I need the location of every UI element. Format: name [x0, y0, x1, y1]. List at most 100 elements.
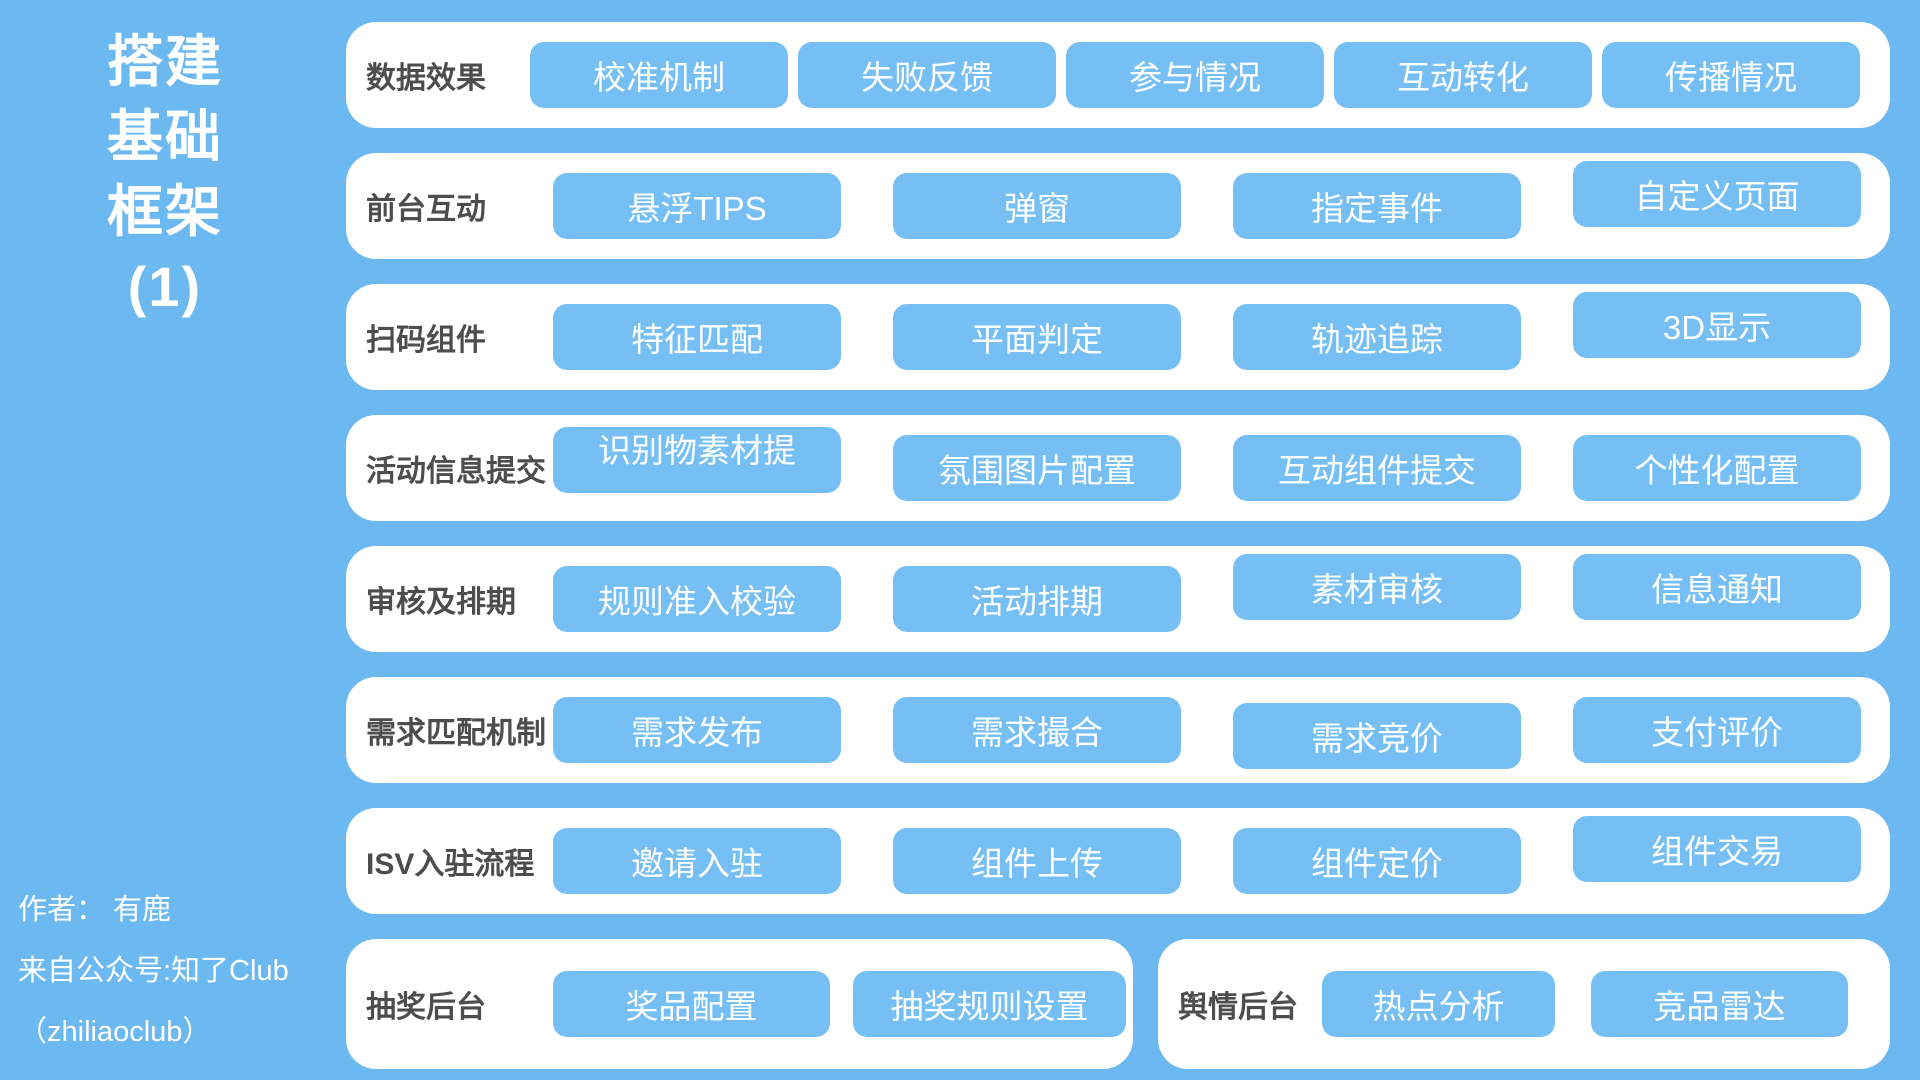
feature-chip: 自定义页面 — [1573, 161, 1861, 227]
page-title-line: (1) — [127, 255, 203, 318]
feature-chip: 组件交易 — [1573, 816, 1861, 882]
chip-group: 校准机制 失败反馈 参与情况 互动转化 传播情况 — [530, 42, 1890, 108]
chip-text: 校准机制 — [593, 59, 725, 96]
chip-text: 邀请入驻 — [631, 845, 763, 882]
chip-text: 抽奖规则设置 — [890, 988, 1089, 1025]
row-data-effect: 数据效果 校准机制 失败反馈 参与情况 互动转化 传播情况 — [346, 22, 1890, 128]
row-label: ISV入驻流程 — [366, 848, 535, 881]
page-title-line: 搭建 — [107, 30, 223, 93]
chip-text: 特征匹配 — [631, 321, 763, 358]
page-title: 搭建 基础 框架 (1) — [0, 24, 330, 324]
feature-chip: 支付评价 — [1573, 697, 1861, 763]
chip-text: 指定事件 — [1311, 190, 1443, 227]
row-activity-info-submit: 活动信息提交 识别物素材提 氛围图片配置 互动组件提交 个性化配置 — [346, 415, 1890, 521]
author-name: 作者： 有鹿 — [18, 894, 172, 926]
chip-text: 平面判定 — [971, 321, 1103, 358]
feature-chip: 识别物素材提 — [553, 427, 841, 493]
feature-chip: 需求竞价 — [1233, 703, 1521, 769]
feature-chip: 邀请入驻 — [553, 828, 841, 894]
feature-chip: 抽奖规则设置 — [853, 971, 1126, 1037]
feature-chip: 规则准入校验 — [553, 566, 841, 632]
row-isv-onboarding: ISV入驻流程 邀请入驻 组件上传 组件定价 组件交易 — [346, 808, 1890, 914]
row-label: 需求匹配机制 — [366, 717, 546, 750]
feature-chip: 轨迹追踪 — [1233, 304, 1521, 370]
feature-chip: 需求发布 — [553, 697, 841, 763]
feature-chip: 组件上传 — [893, 828, 1181, 894]
feature-chip: 悬浮TIPS — [553, 173, 841, 239]
feature-chip: 信息通知 — [1573, 554, 1861, 620]
feature-chip: 指定事件 — [1233, 173, 1521, 239]
chip-group: 需求发布 需求撮合 需求竞价 支付评价 — [553, 697, 1890, 769]
chip-text: 悬浮TIPS — [627, 190, 767, 227]
chip-text: 需求竞价 — [1311, 720, 1443, 757]
row-label: 活动信息提交 — [366, 455, 546, 488]
chip-text: 失败反馈 — [861, 59, 993, 96]
chip-text: 规则准入校验 — [598, 583, 796, 620]
chip-text: 互动转化 — [1397, 59, 1529, 96]
feature-chip: 弹窗 — [893, 173, 1181, 239]
feature-chip: 需求撮合 — [893, 697, 1181, 763]
chip-text: 信息通知 — [1651, 571, 1783, 608]
source-account: 来自公众号:知了Club — [18, 955, 289, 987]
page-title-line: 基础 — [107, 105, 223, 168]
row-scan-component: 扫码组件 特征匹配 平面判定 轨迹追踪 3D显示 — [346, 284, 1890, 390]
feature-chip: 活动排期 — [893, 566, 1181, 632]
chip-group: 识别物素材提 氛围图片配置 互动组件提交 个性化配置 — [553, 427, 1890, 501]
page-title-line: 框架 — [107, 180, 223, 243]
feature-chip: 传播情况 — [1602, 42, 1860, 108]
feature-chip: 互动转化 — [1334, 42, 1592, 108]
source-account-id: （zhiliaoclub） — [18, 1016, 212, 1048]
row-demand-matching: 需求匹配机制 需求发布 需求撮合 需求竞价 支付评价 — [346, 677, 1890, 783]
author-credit: 作者： 有鹿 来自公众号:知了Club （zhiliaoclub） — [18, 880, 348, 1063]
chip-group: 悬浮TIPS 弹窗 指定事件 自定义页面 — [553, 161, 1890, 239]
chip-text: 素材审核 — [1311, 571, 1443, 608]
row-label: 扫码组件 — [366, 324, 486, 357]
chip-text: 支付评价 — [1651, 714, 1783, 751]
feature-chip: 素材审核 — [1233, 554, 1521, 620]
chip-text: 活动排期 — [971, 583, 1103, 620]
row-frontend-interaction: 前台互动 悬浮TIPS 弹窗 指定事件 自定义页面 — [346, 153, 1890, 259]
chip-text: 自定义页面 — [1634, 178, 1800, 215]
row-label: 数据效果 — [366, 62, 486, 95]
chip-text: 氛围图片配置 — [938, 452, 1136, 489]
feature-chip: 失败反馈 — [798, 42, 1056, 108]
chip-text: 组件交易 — [1651, 833, 1783, 870]
chip-group: 规则准入校验 活动排期 素材审核 信息通知 — [553, 554, 1890, 632]
chip-text: 组件定价 — [1311, 845, 1443, 882]
feature-chip: 个性化配置 — [1573, 435, 1861, 501]
chip-text: 组件上传 — [971, 845, 1103, 882]
chip-text: 互动组件提交 — [1278, 452, 1476, 489]
chip-text: 需求发布 — [631, 714, 763, 751]
feature-chip: 热点分析 — [1322, 971, 1555, 1037]
chip-text: 竞品雷达 — [1653, 988, 1786, 1025]
row-review-schedule: 审核及排期 规则准入校验 活动排期 素材审核 信息通知 — [346, 546, 1890, 652]
feature-chip: 氛围图片配置 — [893, 435, 1181, 501]
chip-text: 参与情况 — [1129, 59, 1261, 96]
row-label: 前台互动 — [366, 193, 486, 226]
chip-text: 热点分析 — [1372, 988, 1505, 1025]
chip-text: 需求撮合 — [971, 714, 1103, 751]
panel-lottery-backend: 抽奖后台 奖品配置 抽奖规则设置 — [346, 939, 1133, 1069]
chip-text: 传播情况 — [1665, 59, 1797, 96]
feature-chip: 参与情况 — [1066, 42, 1324, 108]
chip-text: 轨迹追踪 — [1311, 321, 1443, 358]
chip-text: 识别物素材提 — [598, 432, 796, 469]
chip-group: 特征匹配 平面判定 轨迹追踪 3D显示 — [553, 292, 1890, 370]
chip-text: 3D显示 — [1662, 309, 1772, 346]
chip-group: 邀请入驻 组件上传 组件定价 组件交易 — [553, 816, 1890, 894]
row-label: 审核及排期 — [366, 586, 516, 619]
bottom-row: 抽奖后台 奖品配置 抽奖规则设置 舆情后台 热点分析 竞品雷达 — [346, 939, 1890, 1069]
panel-sentiment-backend: 舆情后台 热点分析 竞品雷达 — [1158, 939, 1890, 1069]
framework-diagram: 数据效果 校准机制 失败反馈 参与情况 互动转化 传播情况 前台互动 悬浮TIP… — [346, 22, 1890, 1069]
chip-text: 弹窗 — [1004, 190, 1070, 227]
feature-chip: 平面判定 — [893, 304, 1181, 370]
feature-chip: 组件定价 — [1233, 828, 1521, 894]
feature-chip: 特征匹配 — [553, 304, 841, 370]
feature-chip: 校准机制 — [530, 42, 788, 108]
chip-text: 奖品配置 — [625, 988, 758, 1025]
feature-chip: 3D显示 — [1573, 292, 1861, 358]
feature-chip: 奖品配置 — [553, 971, 830, 1037]
left-sidebar: 搭建 基础 框架 (1) 作者： 有鹿 来自公众号:知了Club （zhilia… — [0, 0, 346, 1080]
chip-text: 个性化配置 — [1634, 452, 1800, 489]
row-label: 抽奖后台 — [366, 991, 486, 1024]
